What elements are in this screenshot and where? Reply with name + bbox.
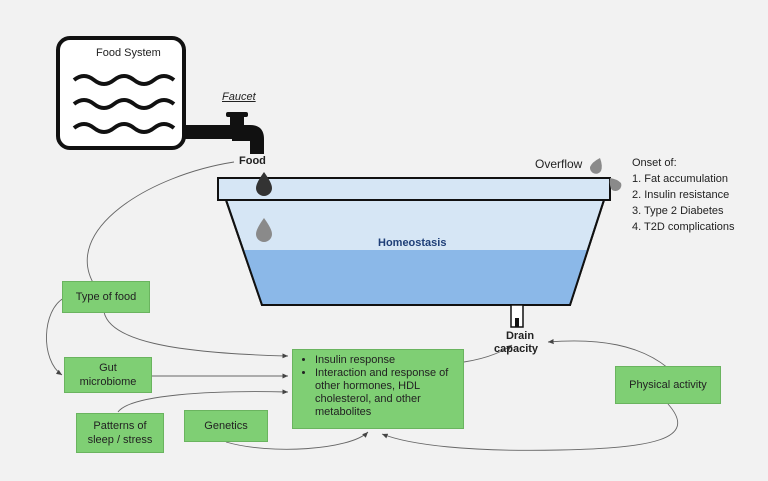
- type-of-food-label: Type of food: [75, 291, 137, 303]
- homeostasis-label: Homeostasis: [378, 237, 447, 249]
- faucet-icon: [184, 112, 264, 154]
- overflow-label: Overflow: [535, 157, 583, 171]
- genetics-to-mechanisms-arrow: [225, 431, 369, 450]
- physical-activity-box: Physical activity: [615, 366, 721, 404]
- overflow-drop-icon: [589, 158, 602, 174]
- onset-item: 3. Type 2 Diabetes: [632, 205, 724, 217]
- food-drop-icon: [256, 172, 272, 196]
- mechanism-item: Insulin response: [315, 354, 459, 367]
- food-system-title: Food System: [96, 47, 161, 59]
- mechanisms-to-drain-arrow: [463, 344, 513, 363]
- onset-item: 4. T2D complications: [632, 221, 735, 233]
- bathtub: [217, 177, 611, 328]
- faucet-label: Faucet: [222, 91, 256, 103]
- onset-title: Onset of:: [632, 157, 677, 169]
- water-drop-icon: [256, 218, 272, 242]
- genetics-box: Genetics: [184, 410, 268, 442]
- onset-item: 1. Fat accumulation: [632, 173, 728, 185]
- physical-activity-label: Physical activity: [629, 379, 707, 391]
- mechanisms-box: Insulin response Interaction and respons…: [292, 349, 464, 429]
- activity-to-drain-arrow: [547, 339, 669, 369]
- sleep-label-line2: sleep / stress: [87, 434, 153, 446]
- sleep-label-line1: Patterns of: [93, 420, 147, 432]
- gut-label-line2: microbiome: [79, 376, 137, 388]
- sleep-to-mechanisms-arrow: [117, 389, 289, 413]
- overflow-drop-icon: [609, 178, 622, 192]
- sleep-stress-box: Patterns of sleep / stress: [76, 413, 164, 453]
- type-of-food-to-mechanisms-arrow: [103, 311, 289, 359]
- type-of-food-to-gut-arrow: [46, 297, 65, 376]
- mechanism-item: Interaction and response of other hormon…: [315, 367, 459, 419]
- gut-label-line1: Gut: [99, 362, 117, 374]
- food-label: Food: [239, 155, 266, 167]
- drain-label-line1: Drain: [505, 330, 535, 342]
- drain-capacity-label: Drain: [505, 330, 535, 343]
- type-of-food-box: Type of food: [62, 281, 150, 313]
- gut-microbiome-box: Gut microbiome: [64, 357, 152, 393]
- drain-label-line2: capacity: [494, 343, 539, 355]
- food-system-box: [56, 36, 186, 150]
- activity-to-mechanisms-arrow: [381, 403, 679, 451]
- genetics-label: Genetics: [204, 420, 248, 432]
- onset-item: 2. Insulin resistance: [632, 189, 730, 201]
- onset-list: Onset of: 1. Fat accumulation 2. Insulin…: [632, 155, 735, 235]
- food-to-type-of-food-arrow: [86, 161, 235, 287]
